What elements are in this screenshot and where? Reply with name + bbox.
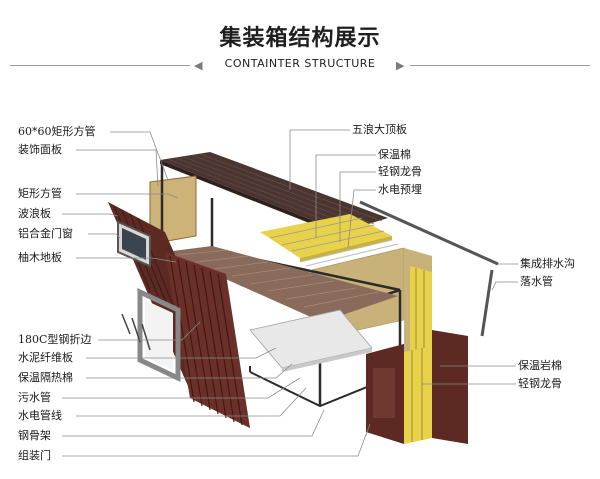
roof-panel [160,152,388,236]
label-insulation: 保温棉 [378,148,411,161]
leader-lines [62,129,518,457]
label-60-rect-tube: 60*60矩形方管 [18,125,96,138]
label-roof-panel: 五浪大顶板 [352,123,407,136]
label-light-steel-keel-side: 轻钢龙骨 [518,377,562,390]
label-corrugated-board: 波浪板 [18,207,51,220]
label-cement-fiber-board: 水泥纤维板 [18,351,73,364]
label-rect-tube: 矩形方管 [18,187,62,200]
label-teak-floor: 柚木地板 [18,251,62,264]
aluminum-window [117,220,151,268]
ceiling-insulation [260,214,392,262]
title-rule-left [10,65,190,66]
cement-fiber-board [249,309,373,372]
label-utility-embed: 水电预埋 [378,183,422,196]
label-light-steel-keel-top: 轻钢龙骨 [378,165,422,178]
chevron-right-icon: ▶ [396,59,405,72]
label-downpipe: 落水管 [520,275,553,288]
label-aluminum-window: 铝合金门窗 [18,227,73,240]
label-sewage-pipe: 污水管 [18,391,51,404]
chevron-left-icon: ◀ [194,59,203,72]
label-steel-frame: 钢骨架 [18,429,51,442]
label-utility-lines: 水电管线 [18,409,62,422]
label-assembled-door: 组装门 [18,449,51,462]
page-title: 集装箱结构展示 [219,26,381,51]
page-subtitle: CONTAINTER STRUCTURE [224,57,376,70]
teak-floor [165,246,398,322]
label-decor-panel: 装饰面板 [18,143,62,156]
end-door-wall [366,248,468,444]
title-rule-right [410,65,590,66]
label-insulation-cotton: 保温隔热棉 [18,371,73,384]
pipes [121,313,151,351]
label-drain-gutter: 集成排水沟 [520,257,575,270]
label-c-steel: 180C型钢折边 [18,333,92,346]
label-rockwool: 保温岩棉 [518,359,562,372]
gutter-and-downpipe [359,200,499,337]
